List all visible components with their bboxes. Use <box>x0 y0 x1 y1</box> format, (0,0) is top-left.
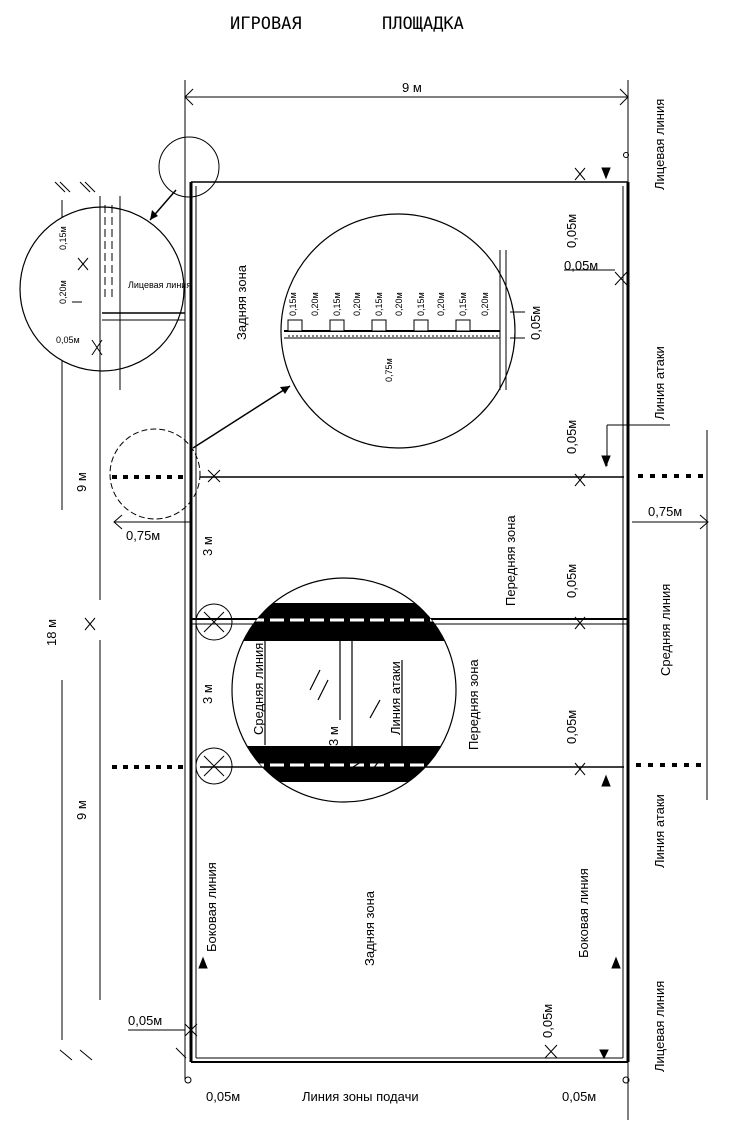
zone-front-upper: Передняя зона <box>503 515 518 606</box>
dim-075-right: 0,75м <box>648 504 682 519</box>
detail-dash-seg-5: 0,15м <box>374 292 384 316</box>
end-line-top-label: Лицевая линия <box>652 99 667 190</box>
dim-005-under-left: 0,05м <box>206 1089 240 1104</box>
dimension-lines <box>61 80 709 1120</box>
dim-005-right-6: 0,05м <box>540 1004 555 1038</box>
detail-dash-seg-7: 0,15м <box>416 292 426 316</box>
dim-width-top: 9 м <box>402 80 422 95</box>
detail-center-attack-line: Линия атаки <box>388 661 403 735</box>
dim-005-right-1: 0,05м <box>564 214 579 248</box>
detail-dash-seg-4: 0,20м <box>352 292 362 316</box>
detail-corner-circle: 0,15м 0,20м 0,05м Лицевая линия <box>19 136 220 390</box>
detail-corner-005: 0,05м <box>56 335 80 345</box>
detail-dash-seg-8: 0,20м <box>436 292 446 316</box>
dim-left-18: 18 м <box>44 619 59 646</box>
detail-center-center-line: Средняя линия <box>251 643 266 735</box>
detail-dash-line-width: 0,05м <box>528 306 543 340</box>
dim-005-right-3: 0,05м <box>564 420 579 454</box>
dim-005-right-2: 0,05м <box>564 258 598 273</box>
left-dim-ticks <box>54 181 187 1059</box>
detail-dash-seg-1: 0,15м <box>288 292 298 316</box>
dim-005-under-right: 0,05м <box>562 1089 596 1104</box>
zone-back-lower: Задняя зона <box>362 890 377 966</box>
dim-005-bottom-left: 0,05м <box>128 1013 162 1028</box>
title-left: ИГРОВАЯ <box>230 14 302 34</box>
zone-front-lower: Передняя зона <box>466 659 481 750</box>
dim-075-left: 0,75м <box>126 528 160 543</box>
arrow-marks <box>198 167 621 1060</box>
dim-left-9-lower: 9 м <box>74 800 89 820</box>
side-line-left-label: Боковая линия <box>204 862 219 952</box>
end-line-bottom-label: Лицевая линия <box>652 981 667 1072</box>
center-line-label: Средняя линия <box>658 584 673 676</box>
side-line-right-label: Боковая линия <box>576 868 591 958</box>
service-zone-line-label: Линия зоны подачи <box>302 1089 419 1104</box>
detail-corner-line-label: Лицевая линия <box>128 280 191 290</box>
detail-dash-seg-9: 0,15м <box>458 292 468 316</box>
detail-corner-015: 0,15м <box>58 226 68 250</box>
detail-dash-seg-2: 0,20м <box>310 292 320 316</box>
zone-back-upper: Задняя зона <box>234 264 249 340</box>
dim-left-9-upper: 9 м <box>74 472 89 492</box>
detail-corner-020: 0,20м <box>58 280 68 304</box>
detail-dash-total: 0,75м <box>384 358 394 382</box>
detail-center-circle: Средняя линия Линия атаки 3 м <box>195 577 457 803</box>
detail-dash-seg-10: 0,20м <box>480 292 490 316</box>
detail-dash-seg-3: 0,15м <box>332 292 342 316</box>
detail-center-distance: 3 м <box>326 726 341 746</box>
tick-marks <box>59 152 630 1084</box>
dim-3-lower: 3 м <box>200 684 215 704</box>
detail-dash-seg-6: 0,20м <box>394 292 404 316</box>
dim-005-right-5: 0,05м <box>564 710 579 744</box>
dim-3-upper: 3 м <box>200 536 215 556</box>
detail-dashes-circle: 0,15м 0,20м 0,15м 0,20м 0,15м 0,20м 0,15… <box>109 213 543 520</box>
attack-line-upper-label: Линия атаки <box>652 346 667 420</box>
dim-005-right-4: 0,05м <box>564 564 579 598</box>
attack-line-lower-label: Линия атаки <box>652 794 667 868</box>
title-right: ПЛОЩАДКА <box>382 14 464 34</box>
